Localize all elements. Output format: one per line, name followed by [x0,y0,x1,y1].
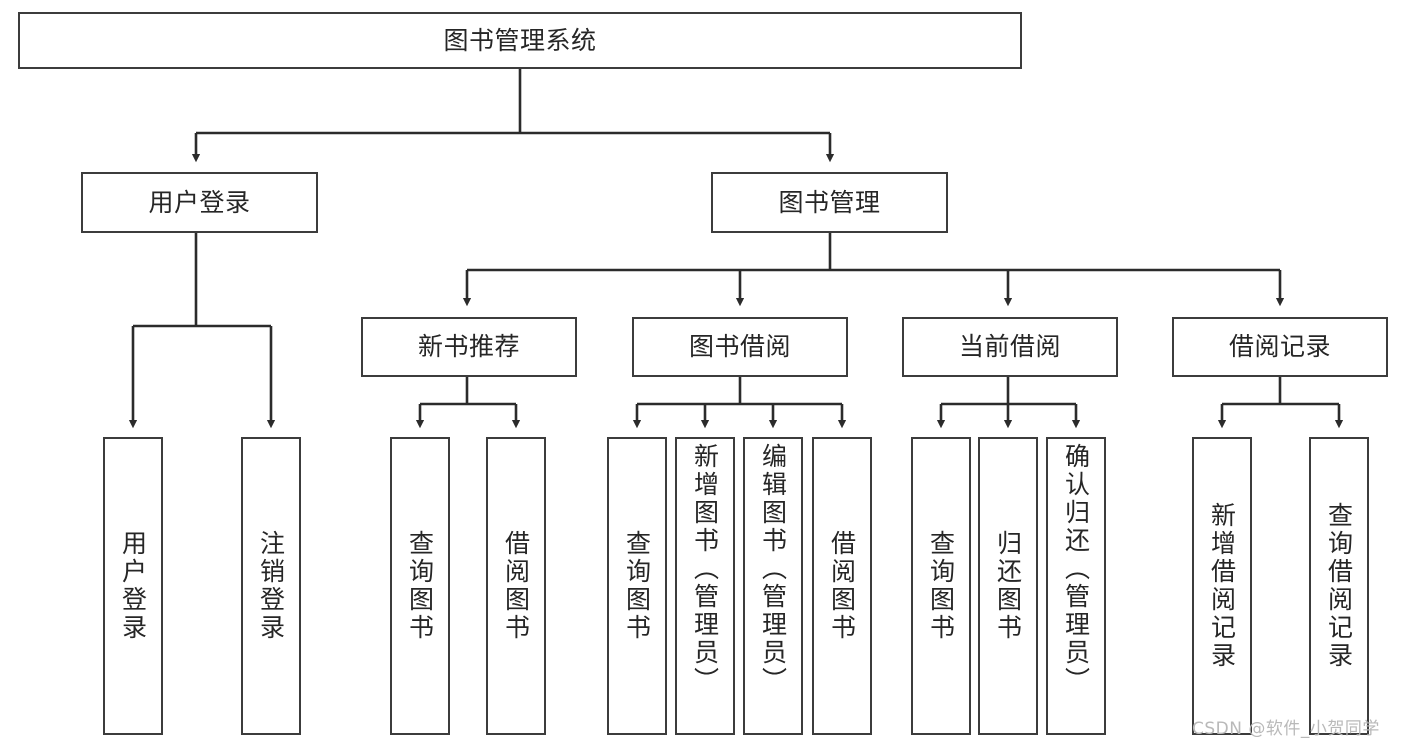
node-book-borrow[interactable]: 图书借阅 [632,317,848,377]
node-leaf-add-record[interactable]: 新增借阅记录 [1192,437,1252,735]
node-leaf-user-login[interactable]: 用户登录 [103,437,163,735]
node-label: 确认归还（管理员） [1061,443,1091,695]
csdn-watermark: CSDN @软件_小贺同学 [1192,719,1380,739]
node-leaf-query-book-2[interactable]: 查询图书 [607,437,667,735]
node-label: 注销登录 [256,530,286,642]
node-current-borrow[interactable]: 当前借阅 [902,317,1118,377]
node-root-system[interactable]: 图书管理系统 [18,12,1022,69]
node-label: 编辑图书（管理员） [758,443,788,695]
node-label: 借阅图书 [827,530,857,642]
node-leaf-borrow-book-2[interactable]: 借阅图书 [812,437,872,735]
node-leaf-add-book[interactable]: 新增图书（管理员） [675,437,735,735]
node-label: 用户登录 [148,187,251,217]
node-leaf-confirm-return[interactable]: 确认归还（管理员） [1046,437,1106,735]
node-label: 图书管理 [778,187,881,217]
node-label: 借阅图书 [501,530,531,642]
node-leaf-borrow-book-1[interactable]: 借阅图书 [486,437,546,735]
node-label: 归还图书 [993,530,1023,642]
node-label: 新增图书（管理员） [690,443,720,695]
node-label: 查询图书 [405,530,435,642]
node-leaf-return-book[interactable]: 归还图书 [978,437,1038,735]
node-label: 当前借阅 [958,332,1061,362]
node-label: 用户登录 [118,530,148,642]
node-leaf-query-book-3[interactable]: 查询图书 [911,437,971,735]
node-book-management[interactable]: 图书管理 [711,172,948,233]
node-leaf-query-record[interactable]: 查询借阅记录 [1309,437,1369,735]
node-borrow-record[interactable]: 借阅记录 [1172,317,1388,377]
node-leaf-edit-book[interactable]: 编辑图书（管理员） [743,437,803,735]
node-label: 查询借阅记录 [1324,502,1354,670]
node-label: 图书管理系统 [443,25,597,55]
node-label: 图书借阅 [688,332,791,362]
node-label: 新书推荐 [417,332,520,362]
node-leaf-logout-login[interactable]: 注销登录 [241,437,301,735]
node-label: 查询图书 [926,530,956,642]
node-user-login[interactable]: 用户登录 [81,172,318,233]
node-new-book-recommend[interactable]: 新书推荐 [361,317,577,377]
node-label: 新增借阅记录 [1207,502,1237,670]
node-label: 查询图书 [622,530,652,642]
node-label: 借阅记录 [1228,332,1331,362]
node-leaf-query-book-1[interactable]: 查询图书 [390,437,450,735]
